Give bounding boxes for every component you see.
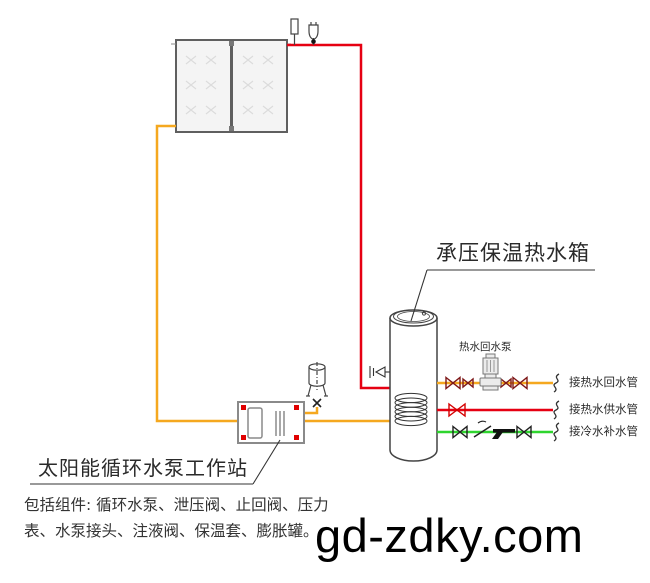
return-pump-icon	[479, 353, 502, 391]
station-components-line1: 包括组件: 循环水泵、泄压阀、止回阀、压力	[24, 496, 329, 514]
hot-return-pipe-label: 接热水回水管	[569, 375, 638, 389]
expansion-tank	[306, 362, 328, 408]
mount-marker	[294, 435, 299, 440]
watermark-text: gd-zdky.com	[315, 509, 584, 562]
union-valve-icon	[462, 377, 474, 389]
mount-marker	[241, 405, 246, 410]
solar-return-pipe	[155, 124, 390, 423]
gate-valve-icon	[448, 402, 466, 418]
hot-supply-line	[437, 402, 553, 418]
station-components-line2: 表、水泵接头、注液阀、保温套、膨胀罐。	[24, 522, 319, 540]
cold-feed-pipe-label: 接冷水补水管	[569, 424, 638, 438]
tank-port	[421, 311, 427, 316]
gate-valve-icon	[445, 376, 461, 390]
check-valve-icon	[473, 420, 492, 438]
hot-supply-pipe-from-collector	[287, 43, 390, 390]
thermometer-icon	[290, 18, 299, 35]
tank-relief-valve-icon	[369, 366, 390, 378]
pipe-break-symbols	[553, 373, 560, 442]
heat-exchanger-coil	[394, 392, 428, 427]
return-pump-label: 热水回水泵	[459, 341, 512, 353]
expansion-tank-pipe	[304, 407, 319, 415]
pump-station	[237, 401, 305, 444]
panel-joint	[229, 41, 234, 46]
air-vent-icon	[308, 24, 319, 40]
gate-valve-icon	[516, 425, 532, 439]
station-label: 太阳能循环水泵工作站	[38, 456, 248, 480]
solar-collector	[171, 39, 291, 133]
vent-valve-icon	[311, 39, 316, 44]
gate-valve-icon	[512, 376, 528, 390]
hot-water-tank	[389, 309, 438, 462]
hot-supply-pipe-label: 接热水供水管	[569, 402, 638, 416]
mount-marker	[294, 405, 299, 410]
gate-valve-icon	[452, 425, 468, 439]
tank-label: 承压保温热水箱	[436, 241, 590, 265]
hot-return-line	[437, 353, 553, 391]
leader-lines	[30, 269, 595, 485]
cold-feed-line	[437, 420, 553, 439]
strainer-icon	[492, 429, 515, 439]
air-vent-assembly	[290, 18, 319, 45]
mount-marker	[241, 435, 246, 440]
panel-joint	[229, 126, 234, 131]
fill-valve-icon	[312, 398, 322, 408]
